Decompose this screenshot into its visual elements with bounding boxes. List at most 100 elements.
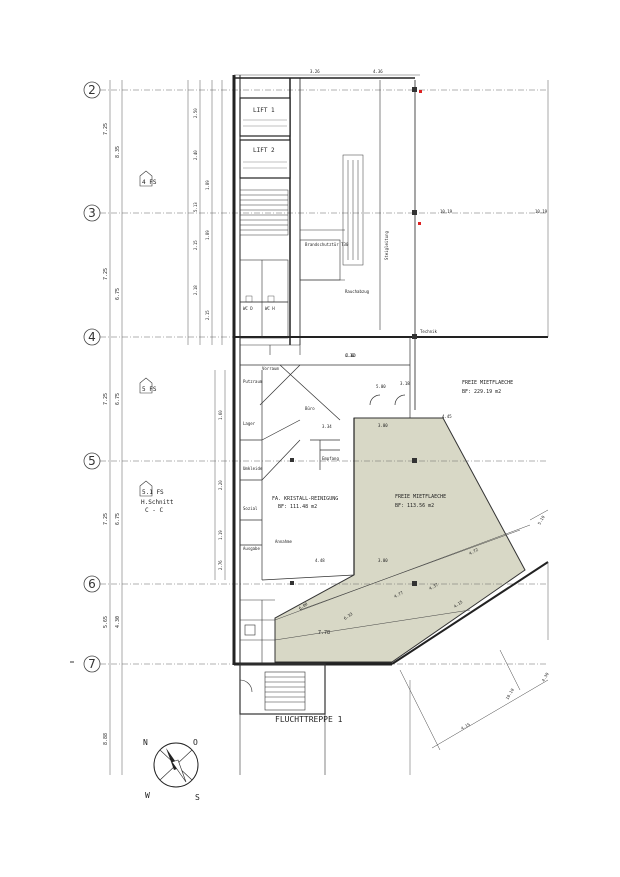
core-walls xyxy=(240,80,381,355)
svg-text:8.88: 8.88 xyxy=(103,733,109,745)
building-walls xyxy=(232,75,549,666)
svg-text:Büro: Büro xyxy=(305,406,315,411)
diagonal-dimension-texts: 7.78 6.00 6.33 4.15 4.15 5.10 4.30 10.10 xyxy=(298,514,550,731)
room-tags: Putzraum Lager Büro Umkleide Sozial Empf… xyxy=(243,306,339,551)
svg-text:10.19: 10.19 xyxy=(440,209,453,214)
svg-text:1.19: 1.19 xyxy=(218,530,223,540)
svg-text:3.26: 3.26 xyxy=(310,69,320,74)
svg-text:6.00: 6.00 xyxy=(298,601,309,611)
svg-text:3.00: 3.00 xyxy=(378,423,388,428)
svg-text:Empfang: Empfang xyxy=(322,456,339,461)
svg-text:W: W xyxy=(145,791,150,800)
lower-left-rooms xyxy=(240,599,275,664)
compass-circle xyxy=(153,742,199,788)
svg-text:2.20: 2.20 xyxy=(218,480,223,490)
svg-text:Brandschutztür T30: Brandschutztür T30 xyxy=(305,242,349,247)
svg-text:4.36: 4.36 xyxy=(373,69,383,74)
svg-text:1.60: 1.60 xyxy=(218,410,223,420)
svg-text:Ausgabe: Ausgabe xyxy=(243,546,260,551)
diagonal-dimension-lines xyxy=(274,509,549,751)
axis-label-6: 6 xyxy=(88,577,96,591)
svg-text:O: O xyxy=(193,738,198,747)
axis-label-3: 3 xyxy=(88,206,96,220)
svg-text:5.13: 5.13 xyxy=(193,202,198,212)
svg-text:Umkleide: Umkleide xyxy=(243,466,263,471)
lift-shafts: LIFT 1 LIFT 2 xyxy=(239,97,291,179)
svg-text:5.65: 5.65 xyxy=(103,616,109,628)
axis-label-5: 5 xyxy=(88,454,96,468)
top-dimensions: 3.26 4.36 10.19 10.19 xyxy=(234,69,548,214)
svg-text:4.37: 4.37 xyxy=(428,582,439,591)
svg-text:6.33: 6.33 xyxy=(343,611,354,621)
svg-text:Vorraum: Vorraum xyxy=(262,366,279,371)
svg-text:Sozial: Sozial xyxy=(243,506,258,511)
section-marker-line2: C - C xyxy=(145,507,163,514)
red-marks xyxy=(418,90,422,225)
svg-text:4.15: 4.15 xyxy=(453,599,464,609)
fire-section-tags: 4 FS 5 FS 5.1 FS H.Schnitt C - C xyxy=(139,170,174,514)
axis-bubble-2 xyxy=(83,81,101,99)
svg-text:Putzraum: Putzraum xyxy=(243,379,263,384)
svg-text:3.34: 3.34 xyxy=(322,424,332,429)
svg-text:7.25: 7.25 xyxy=(103,268,109,280)
lift-2 xyxy=(239,139,291,179)
svg-text:6.75: 6.75 xyxy=(115,393,121,405)
svg-text:4.72: 4.72 xyxy=(468,547,479,556)
freie-upper-size: BF: 229.19 m2 xyxy=(462,389,501,395)
svg-text:7.25: 7.25 xyxy=(103,393,109,405)
fs-tag-51 xyxy=(139,480,153,497)
svg-text:7.78: 7.78 xyxy=(318,630,330,636)
svg-text:Technik: Technik xyxy=(420,329,437,334)
section-marker-line1: H.Schnitt xyxy=(141,499,174,506)
compass-rose: N O S W xyxy=(143,738,200,802)
svg-text:S: S xyxy=(195,793,200,802)
freie-lower-name: FREIE MIETFLAECHE xyxy=(395,494,446,500)
fs-tag-4 xyxy=(139,170,153,187)
svg-text:LIFT 2: LIFT 2 xyxy=(253,147,275,154)
axis-bubble-5 xyxy=(83,452,101,470)
stair-core xyxy=(239,154,364,266)
plan-notes: Brandschutztür T30 Rauchabzug Steigleitu… xyxy=(305,231,437,334)
svg-text:8.35: 8.35 xyxy=(115,146,121,158)
svg-text:4.77: 4.77 xyxy=(393,590,404,599)
svg-text:7.25: 7.25 xyxy=(103,513,109,525)
svg-text:10.19: 10.19 xyxy=(535,209,548,214)
freie-upper-name: FREIE MIETFLAECHE xyxy=(462,380,513,386)
svg-text:Annahme: Annahme xyxy=(275,539,292,544)
svg-text:1.89: 1.89 xyxy=(205,230,210,240)
svg-text:WC D: WC D xyxy=(243,306,253,311)
fs-tag-5 xyxy=(139,377,153,394)
svg-text:WC H: WC H xyxy=(265,306,275,311)
left-dimension-lines xyxy=(109,80,226,775)
right-axis-lines xyxy=(409,80,549,775)
axis-bubble-4 xyxy=(83,328,101,346)
kristall-size: BF: 111.48 m2 xyxy=(278,504,317,510)
svg-text:2.15: 2.15 xyxy=(193,240,198,250)
freie-mietflaeche-shaded-area xyxy=(274,417,526,663)
svg-text:2.15: 2.15 xyxy=(205,310,210,320)
svg-text:4.45: 4.45 xyxy=(442,414,452,419)
axis-label-2: 2 xyxy=(88,83,96,97)
svg-text:3.00: 3.00 xyxy=(378,558,388,563)
svg-text:4.30: 4.30 xyxy=(541,671,550,682)
svg-text:4 FS: 4 FS xyxy=(142,179,157,186)
lift-1 xyxy=(239,97,291,137)
middle-rooms xyxy=(240,337,443,581)
axis-bubble-7 xyxy=(83,655,101,673)
svg-text:5.10: 5.10 xyxy=(537,514,546,525)
svg-text:N: N xyxy=(143,738,148,747)
svg-text:LIFT 1: LIFT 1 xyxy=(253,107,275,114)
svg-text:4.30: 4.30 xyxy=(115,616,121,628)
svg-text:2.50: 2.50 xyxy=(193,108,198,118)
axis-label-7: 7 xyxy=(88,657,96,671)
left-dimension-texts: 7.25 7.25 7.25 7.25 5.65 8.88 8.35 6.75 … xyxy=(103,108,223,745)
svg-text:Lager: Lager xyxy=(243,421,256,426)
axis-bubble-6 xyxy=(83,575,101,593)
svg-text:Steigleitung: Steigleitung xyxy=(384,231,389,260)
svg-text:2.00: 2.00 xyxy=(346,353,356,358)
axis-bubble-3 xyxy=(83,204,101,222)
svg-text:6.32: 6.32 xyxy=(345,353,355,358)
svg-text:6.75: 6.75 xyxy=(115,513,121,525)
svg-text:2.40: 2.40 xyxy=(193,150,198,160)
